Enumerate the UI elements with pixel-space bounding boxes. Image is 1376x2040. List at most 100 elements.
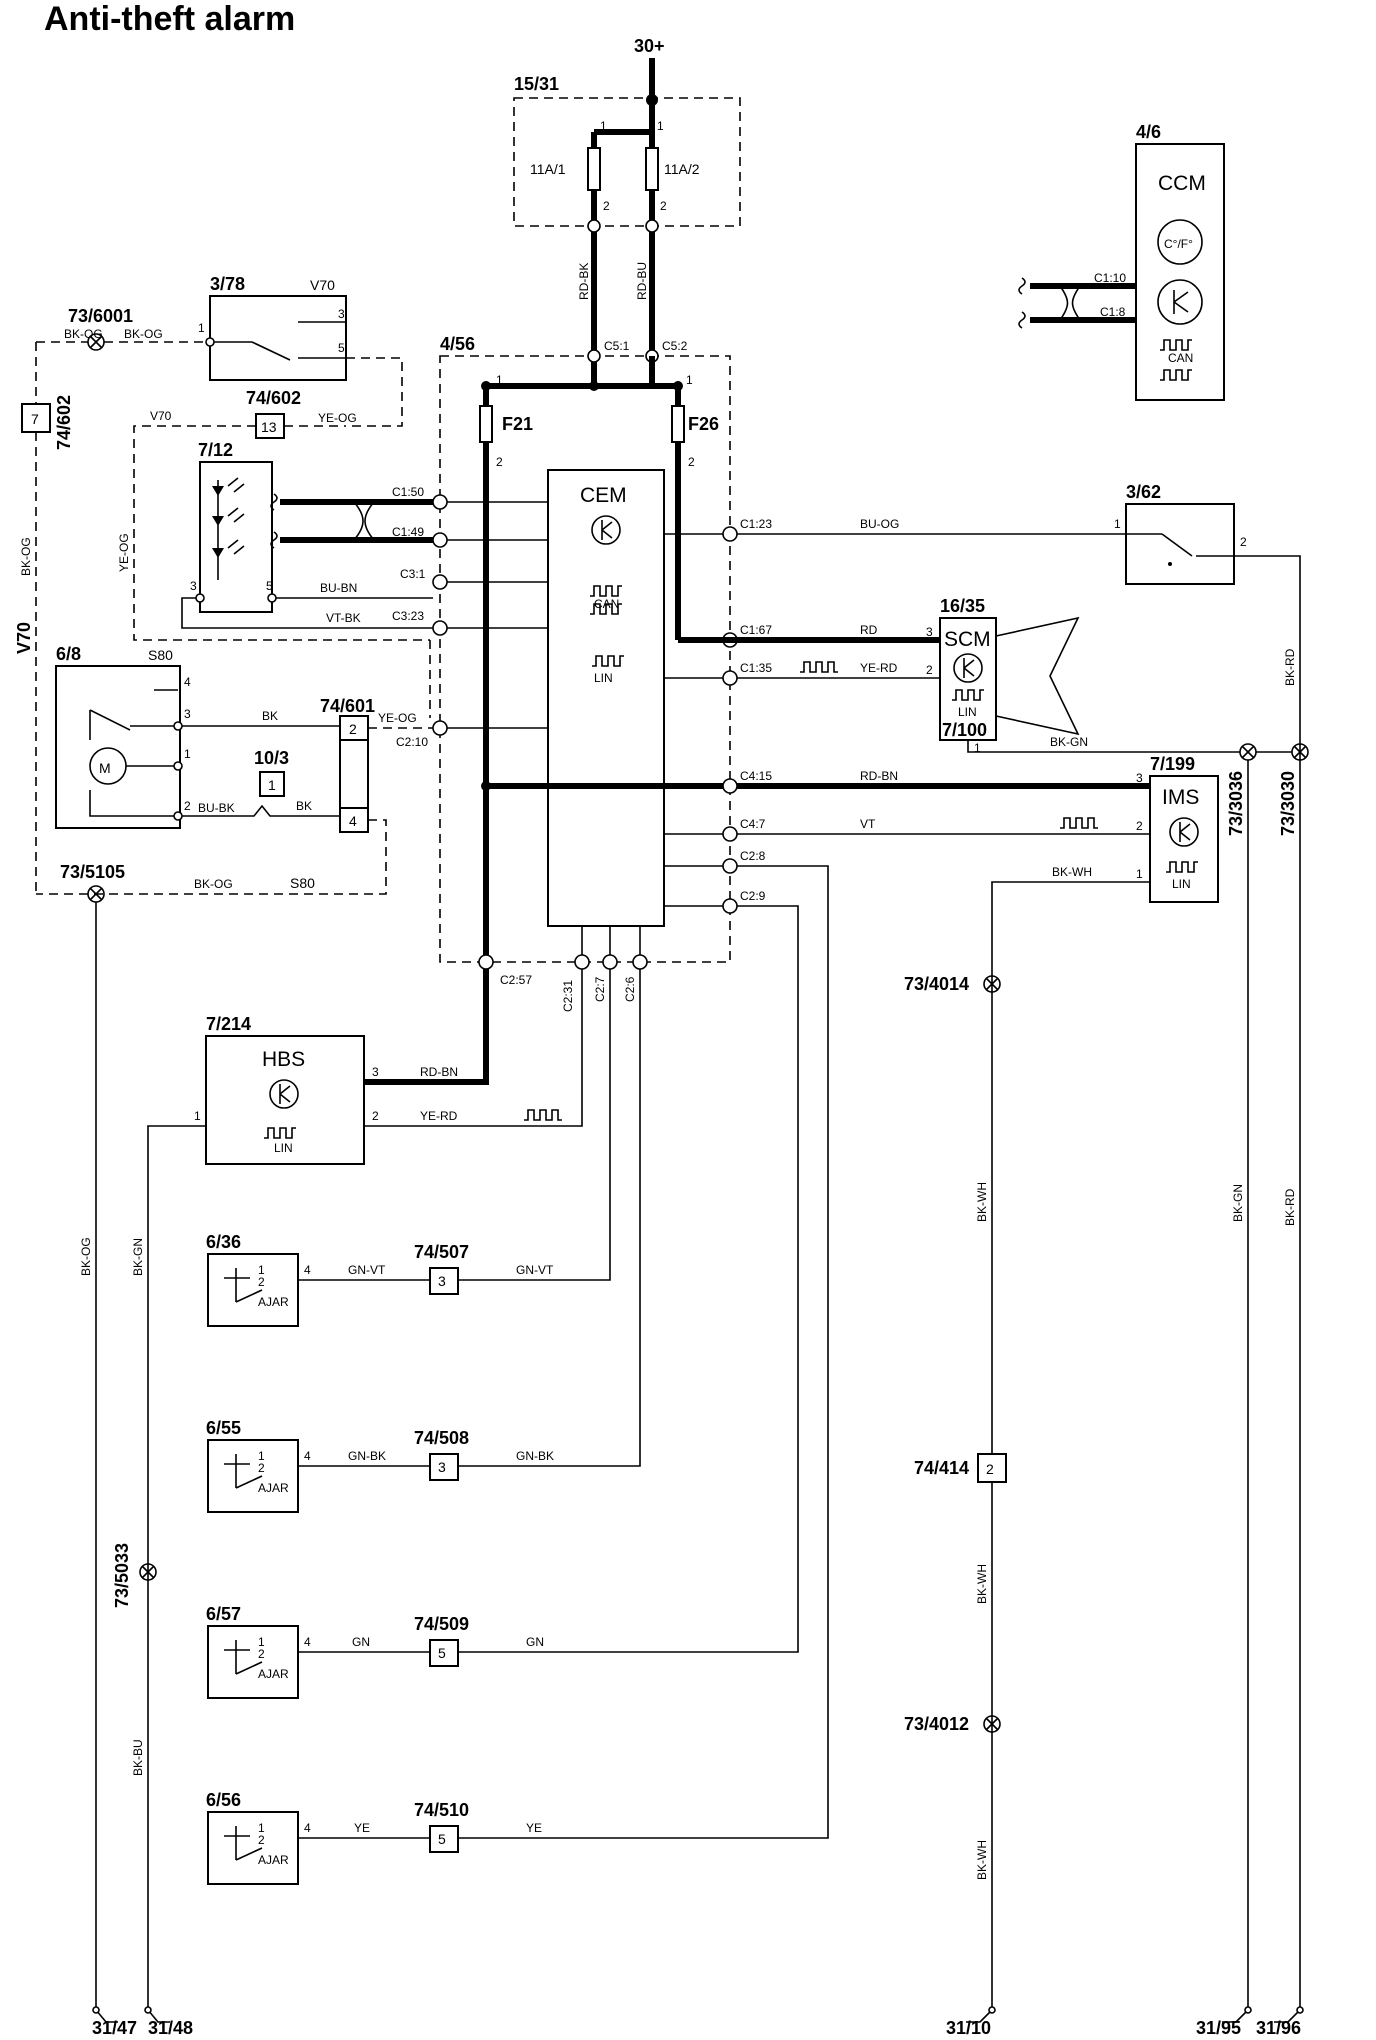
- ims-transistor-icon: [1169, 817, 1199, 847]
- c5-1-pin: [587, 349, 601, 363]
- led-diodes: [212, 486, 224, 558]
- cem-can-label: CAN: [594, 597, 619, 611]
- ims-lin-icon: [1166, 861, 1198, 873]
- cem-id: 4/56: [440, 334, 475, 354]
- fuse2-symbol: [645, 147, 659, 191]
- scm-lin-signal: [800, 661, 838, 673]
- ims-lin-signal: [1060, 817, 1098, 829]
- bk-gn-left-label: BK-GN: [131, 1238, 145, 1276]
- ground-31-96: 31/96: [1256, 2018, 1301, 2038]
- ground-3030-label: 73/3030: [1278, 771, 1298, 836]
- led-p3: 3: [190, 579, 197, 593]
- c5-2-label: C5:2: [662, 339, 688, 353]
- f26-pin1: 1: [686, 373, 693, 387]
- scm-ye-rd-label: YE-RD: [860, 661, 898, 675]
- ims-vt-label: VT: [860, 817, 876, 831]
- c2-8-label: C2:8: [740, 849, 766, 863]
- vt-bk-label: VT-BK: [326, 611, 361, 625]
- bk-wh-label-3: BK-WH: [975, 1840, 989, 1880]
- sw362-dot: [1168, 562, 1172, 566]
- door-1-wire-a: GN-VT: [348, 1263, 386, 1277]
- ground-3036-cross: [1241, 745, 1255, 759]
- rd-bk-label: RD-BK: [577, 263, 591, 300]
- f21-label: F21: [502, 414, 533, 434]
- hbs-rd-bn-wire: [364, 969, 489, 1085]
- ims-id: 7/199: [1150, 754, 1195, 774]
- switch-3-78: [209, 295, 347, 381]
- c4-7-label: C4:7: [740, 817, 766, 831]
- svg-text:1: 1: [258, 1635, 265, 1649]
- cem-lin-icon: [592, 655, 624, 667]
- c2-7-label: C2:7: [593, 976, 607, 1002]
- door-2-wire-a: GN-BK: [348, 1449, 386, 1463]
- led-pin3: [195, 593, 205, 603]
- scm-bk-gn-wire: [967, 740, 1240, 753]
- c3-23-pin: [432, 620, 448, 636]
- motor-pin3: [173, 721, 183, 731]
- hbs-p3: 3: [372, 1065, 379, 1079]
- hbs-module: [205, 1035, 365, 1165]
- c2-57-pin: [478, 954, 494, 970]
- svg-text:2: 2: [258, 1647, 265, 1661]
- hbs-ye-rd-label: YE-RD: [420, 1109, 458, 1123]
- supply-label: 30+: [634, 36, 665, 56]
- door-1-ajar: AJAR: [258, 1295, 289, 1309]
- ground-31-95: 31/95: [1196, 2018, 1241, 2038]
- ims-transistor-glyph: [1179, 822, 1191, 842]
- c1-23-label: C1:23: [740, 517, 772, 531]
- svg-text:2: 2: [258, 1461, 265, 1475]
- bk-og-label-1: BK-OG: [64, 327, 103, 341]
- ims-p3: 3: [1136, 771, 1143, 785]
- ims-module: [1149, 775, 1219, 903]
- c2-31-label: C2:31: [561, 980, 575, 1012]
- c2-31-pin: [574, 954, 590, 970]
- bk-bu-left-label: BK-BU: [131, 1739, 145, 1776]
- c1-49-label: C1:49: [392, 525, 424, 539]
- sw362-blade: [1161, 533, 1193, 557]
- hbs-name: HBS: [262, 1048, 305, 1071]
- scm-lin-icon: [952, 689, 984, 701]
- scm-sub: 7/100: [942, 720, 987, 740]
- cem-lin-label: LIN: [594, 671, 613, 685]
- svg-text:1: 1: [258, 1449, 265, 1463]
- motor-blade: [89, 709, 131, 731]
- door-switch-6-56: 6/56 12 AJAR 4 YE 74/510 5 YE: [206, 865, 829, 1885]
- bk-wh-label-1: BK-WH: [975, 1182, 989, 1222]
- scm-lin-label: LIN: [958, 705, 977, 719]
- scm-antenna: [995, 616, 1080, 736]
- hbs-transistor-icon: [269, 1079, 299, 1109]
- c1-50-label: C1:50: [392, 485, 424, 499]
- c1-35-label: C1:35: [740, 661, 772, 675]
- ground-3036-label: 73/3036: [1226, 771, 1246, 836]
- door-3-wire-a: GN: [352, 1635, 370, 1649]
- door-2-wire-b: GN-BK: [516, 1449, 554, 1463]
- conn-74-414-pin: 2: [986, 1461, 994, 1477]
- c3-1-pin: [432, 574, 448, 590]
- f21-branch-node: [481, 781, 491, 791]
- ims-p2: 2: [1136, 819, 1143, 833]
- motor-pin2: [173, 811, 183, 821]
- conn-74-414-id: 74/414: [914, 1458, 969, 1478]
- bk-og-ground-label: BK-OG: [79, 1237, 93, 1276]
- c2-9-pin: [722, 898, 738, 914]
- fuse2-pin-out: 2: [660, 199, 667, 213]
- bu-og-label: BU-OG: [860, 517, 899, 531]
- c1-67-label: C1:67: [740, 623, 772, 637]
- ccm-module: [1135, 143, 1225, 401]
- f21-symbol: [479, 405, 493, 443]
- ccm-transistor-glyph: [1173, 290, 1189, 314]
- c4-15-label: C4:15: [740, 769, 772, 783]
- f26-pin2: 2: [688, 455, 695, 469]
- bu-bn-label: BU-BN: [320, 581, 357, 595]
- motor-m: M: [99, 760, 111, 776]
- bottom-ground-symbols: [92, 2006, 1304, 2023]
- v70-label: V70: [150, 409, 172, 423]
- c2-10-pin: [432, 720, 448, 736]
- hbs-lin-signal: [524, 1109, 562, 1121]
- scm-p3: 3: [926, 625, 933, 639]
- c1-twist: [353, 501, 375, 541]
- fuse1-symbol: [587, 147, 601, 191]
- scm-transistor-icon: [953, 653, 983, 683]
- ye-og-label: YE-OG: [318, 411, 357, 425]
- ground-31-48: 31/48: [148, 2018, 193, 2038]
